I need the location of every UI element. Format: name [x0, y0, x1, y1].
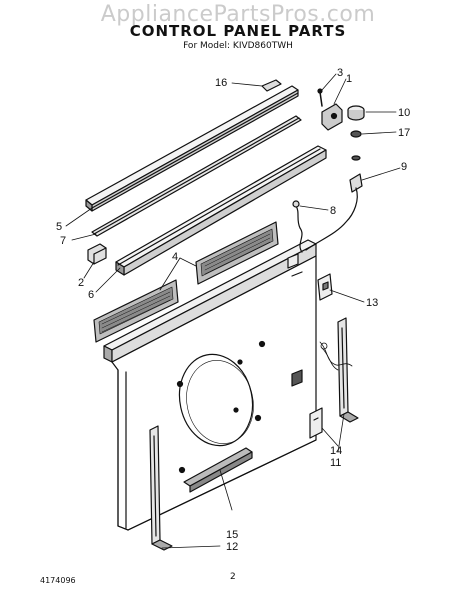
callout-2: 2: [78, 277, 84, 289]
callout-labels: 3 1 16 10 17 9 8 5 7 2 4 6 13 14 11 15 1…: [56, 67, 410, 553]
callout-13: 13: [366, 297, 378, 309]
callout-11: 11: [330, 457, 341, 469]
part-13-cover-plate: [317, 273, 333, 301]
part-7-rod: [91, 115, 302, 237]
callout-12: 12: [226, 541, 238, 553]
leader-lines: [65, 73, 401, 549]
watermark: AppliancePartsPros.com: [100, 2, 376, 27]
callout-17: 17: [398, 127, 410, 139]
callout-15: 15: [226, 529, 238, 541]
callout-6: 6: [88, 289, 94, 301]
part-5-trim-strip: [85, 85, 299, 212]
part-2-bracket: [87, 243, 107, 265]
part-6-trim-strip: [115, 145, 327, 276]
callout-4: 4: [172, 251, 178, 263]
part-1-switch: [321, 103, 343, 131]
callout-9: 9: [401, 161, 407, 173]
part-17-washer: [350, 130, 362, 161]
part-9-lead: [305, 173, 363, 251]
part-16-clip: [261, 79, 282, 92]
callout-14: 14: [330, 445, 342, 457]
wiring-harness: [319, 341, 353, 371]
callout-3: 3: [337, 67, 343, 79]
part-3-screw: [317, 88, 323, 107]
page-title: CONTROL PANEL PARTS: [129, 22, 347, 40]
main-control-panel: [103, 239, 317, 531]
callout-7: 7: [60, 235, 66, 247]
part-10-knob: [347, 105, 365, 121]
part-8-wire-connector: [292, 200, 303, 253]
callout-16: 16: [215, 77, 227, 89]
part-4-grille-right: [195, 221, 279, 285]
callout-8: 8: [330, 205, 336, 217]
part-12-bracket-left: [149, 425, 173, 551]
callout-5: 5: [56, 221, 62, 233]
callout-1: 1: [346, 73, 352, 85]
document-number: 4174096: [40, 576, 76, 585]
part-11-bracket-right: [337, 317, 359, 423]
callout-10: 10: [398, 107, 410, 119]
part-4-grille-left: [93, 279, 179, 343]
model-line: For Model: KIVD860TWH: [183, 41, 293, 51]
page-number: 2: [230, 572, 236, 582]
part-14-small-bracket: [309, 407, 323, 439]
